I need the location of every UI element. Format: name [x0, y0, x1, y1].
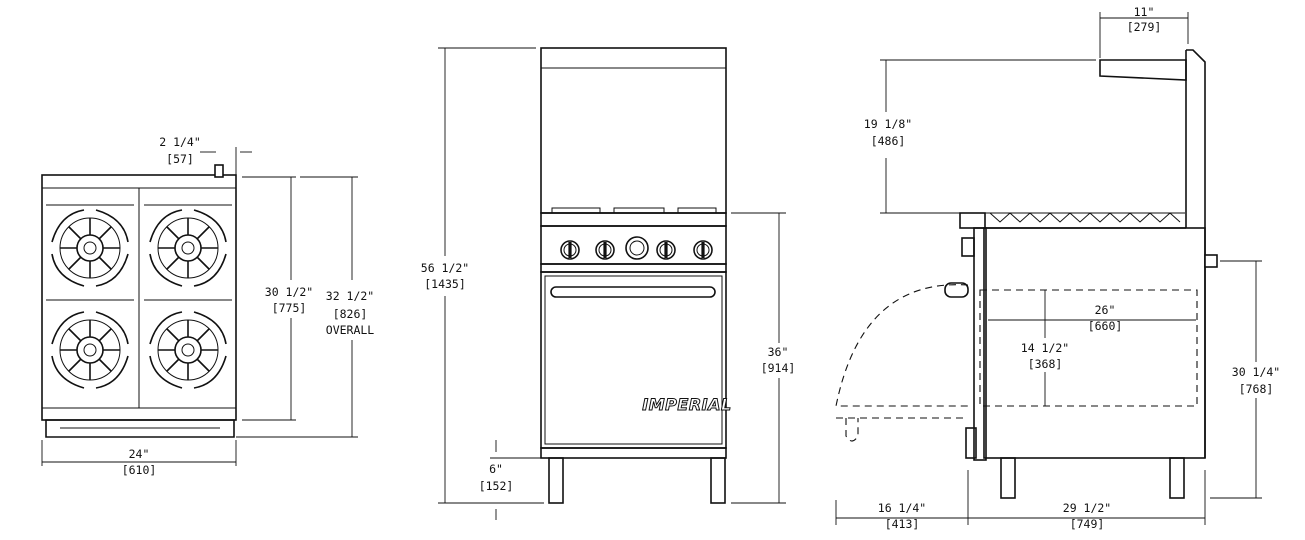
depth-imperial: 30 1/2": [265, 285, 313, 299]
flue-width-imperial: 2 1/4": [159, 135, 201, 149]
oven-depth-imperial: 26": [1095, 303, 1116, 317]
oven-cavity: [979, 289, 1198, 407]
oven-height-imperial: 14 1/2": [1021, 341, 1069, 355]
burner-knob-2[interactable]: [595, 240, 615, 260]
overall-depth-imperial: 32 1/2": [326, 289, 374, 303]
oven-height-metric: [368]: [1028, 357, 1063, 371]
side-front-leg: [1000, 457, 1016, 499]
gas-inlet-height-imperial: 30 1/4": [1232, 365, 1280, 379]
oven-door-handle[interactable]: [550, 286, 716, 298]
width-imperial: 24": [129, 447, 150, 461]
drip-tray: [45, 419, 235, 438]
door-swing-metric: [413]: [885, 517, 920, 531]
burner-grate-2: [149, 209, 227, 287]
grate-profile: [989, 212, 1181, 223]
overall-depth-note: OVERALL: [326, 323, 375, 337]
backguard-side: [1186, 49, 1206, 458]
oven-depth-metric: [660]: [1088, 319, 1123, 333]
overshelf: [1099, 59, 1187, 81]
oven-door: [540, 271, 727, 449]
side-depth-imperial: 29 1/2": [1063, 501, 1111, 515]
burner-grate-4: [149, 311, 227, 389]
backguard-height-imperial: 19 1/8": [864, 117, 912, 131]
burner-grate-3: [51, 311, 129, 389]
front-right-leg: [710, 457, 726, 504]
side-view: 11" [279] 19 1/8" [486] 26" [660] 14 1/2…: [835, 5, 1280, 531]
gas-inlet: [1204, 254, 1218, 268]
overall-height-metric: [1435]: [424, 277, 466, 291]
door-swing-imperial: 16 1/4": [878, 501, 926, 515]
flue-width-metric: [57]: [166, 152, 194, 166]
cooktop-edge: [540, 212, 727, 227]
burner-knob-4[interactable]: [693, 240, 713, 260]
front-view: IMPERIAL 56 1/2" [1435] 36" [914] 6" [15…: [421, 47, 796, 520]
door-swing-arc: [835, 284, 969, 407]
leg-height-metric: [152]: [479, 479, 514, 493]
top-view: 2 1/4" [57] 30 1/2" [775] 32 1/2" [826] …: [41, 135, 375, 477]
overall-height-imperial: 56 1/2": [421, 261, 469, 275]
flue-stub: [214, 164, 224, 178]
working-height-imperial: 36": [768, 345, 789, 359]
shelf-depth-imperial: 11": [1134, 5, 1155, 19]
shelf-depth-metric: [279]: [1127, 20, 1162, 34]
backguard-height-metric: [486]: [871, 134, 906, 148]
burner-knob-1[interactable]: [560, 240, 580, 260]
side-rear-leg: [1169, 457, 1185, 499]
door-handle-side[interactable]: [944, 282, 969, 298]
front-left-leg: [548, 457, 564, 504]
leg-height-imperial: 6": [489, 462, 503, 476]
backguard: [540, 47, 727, 214]
side-depth-metric: [749]: [1070, 517, 1105, 531]
burner-knob-3[interactable]: [656, 240, 676, 260]
gas-inlet-height-metric: [768]: [1239, 382, 1274, 396]
depth-metric: [775]: [272, 301, 307, 315]
front-rail: [959, 212, 986, 229]
burner-grate-1: [51, 209, 129, 287]
side-knob[interactable]: [961, 237, 975, 257]
overall-depth-metric: [826]: [333, 307, 368, 321]
oven-body-side: [983, 227, 1206, 459]
working-height-metric: [914]: [761, 361, 796, 375]
brand-logo: IMPERIAL: [642, 395, 731, 414]
thermostat-dial[interactable]: [625, 236, 649, 260]
width-metric: [610]: [122, 463, 157, 477]
